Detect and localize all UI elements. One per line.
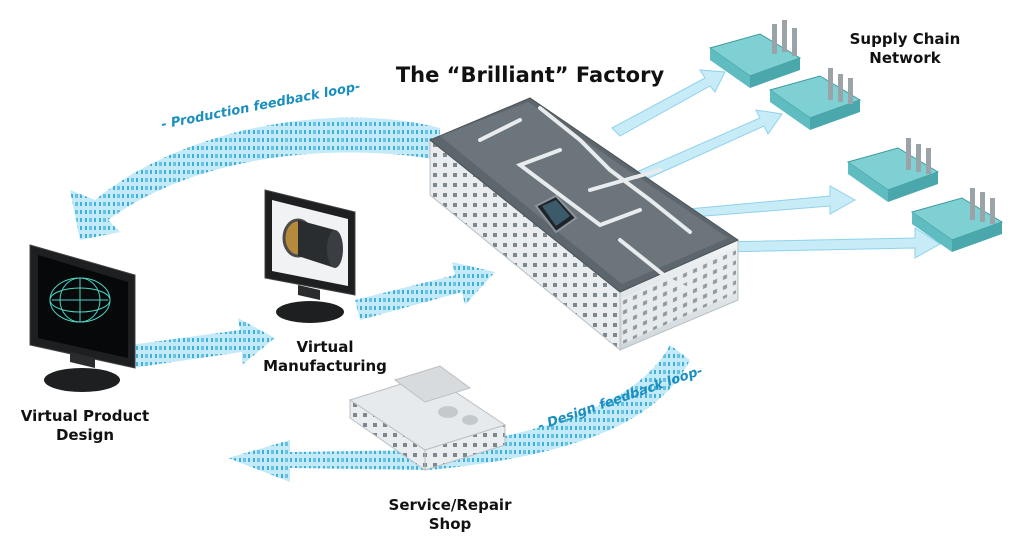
virtual-manufacturing-monitor [264,189,356,323]
production-feedback-loop-arrow [70,117,440,240]
supply-chain-line2: Network [869,48,941,67]
vpd-line2: Design [55,425,115,444]
brilliant-factory-building [429,97,740,352]
virtual-product-design-label: Virtual Product Design [10,407,160,445]
engine-part-icon [282,218,343,268]
service-repair-shop-label: Service/Repair Shop [370,496,530,534]
supply-chain-network-label: Supply Chain Network [830,30,980,68]
design-to-manufacturing-arrow [130,318,275,368]
supply-chain-line1: Supply Chain [849,30,961,48]
service-repair-shop-building [348,365,507,471]
supply-factory-3 [846,138,940,202]
virtual-manufacturing-label: Virtual Manufacturing [240,338,410,376]
vm-line1: Virtual [296,338,354,356]
vpd-line1: Virtual Product [20,407,150,425]
supply-chain-factories [708,20,1004,252]
service-line1: Service/Repair [388,496,512,514]
virtual-product-design-monitor [29,244,136,392]
wireframe-model-icon [49,277,111,323]
tablet-icon [534,194,578,234]
title-text: The “Brilliant” Factory [395,63,665,87]
supply-factory-4 [910,188,1004,252]
supply-factory-2 [768,68,862,130]
supply-factory-1 [708,20,802,88]
service-line2: Shop [428,514,472,533]
vm-line2: Manufacturing [263,356,387,375]
supply-chain-arrows [611,69,941,263]
manufacturing-to-factory-arrow [355,262,495,320]
brilliant-factory-title: The “Brilliant” Factory [380,62,680,88]
